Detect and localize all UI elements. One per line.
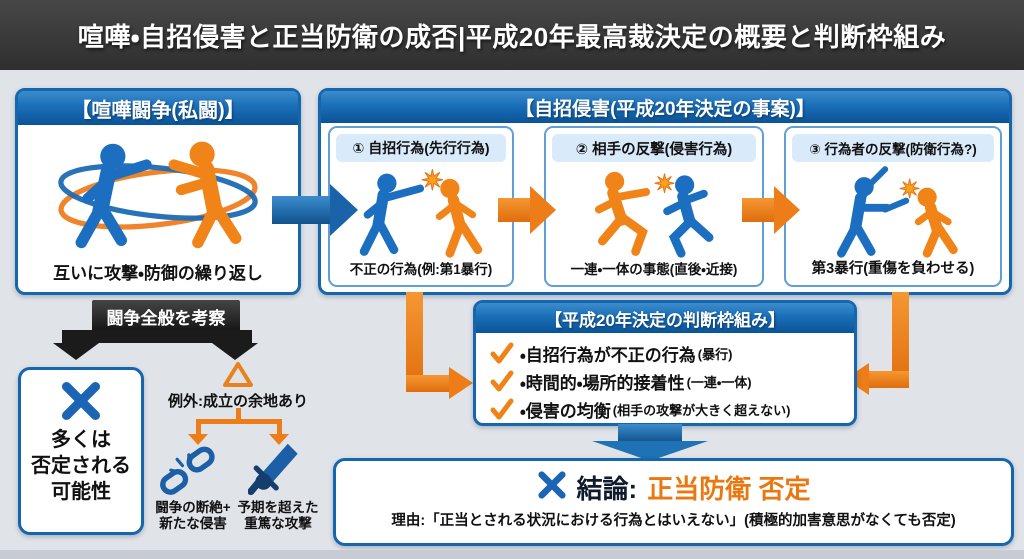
frame-arrow-right-horizontal <box>868 371 909 388</box>
beat-icon <box>786 164 1000 262</box>
check-icon <box>490 370 514 392</box>
step-box-2: ② 相手の反撃(侵害行為) <box>544 126 764 287</box>
exception-arrow-left <box>196 424 201 434</box>
step-3-title: ③ 行為者の反撃(防衛行為?) <box>792 134 994 162</box>
bottom-strip <box>0 550 1024 559</box>
framework-item: ・侵害の均衡 (相手の攻撃が大きく超えない) <box>490 395 854 423</box>
frame-arrow-right-vertical <box>892 292 909 388</box>
x-mark-icon <box>537 470 567 505</box>
exception-connector <box>236 408 241 419</box>
consider-label: 闘争全般を考察 <box>92 300 240 332</box>
denial-line: 多くは <box>51 429 111 451</box>
denial-line: 否定される <box>31 455 131 477</box>
conclusion-arrow-shaft <box>618 424 682 442</box>
step-arrow-2-shaft <box>742 198 774 222</box>
conclusion-label: 結論: <box>576 474 638 504</box>
exception-item-caption: 闘争の断絶+ 新たな侵害 <box>155 500 231 532</box>
step-1-caption: 不正の行為(例:第1暴行) <box>349 262 493 277</box>
exception-item-caption: 予期を超えた 重篤な攻撃 <box>237 500 319 532</box>
exception-arrowhead-left-icon <box>188 434 208 445</box>
step-arrow-1-icon <box>530 186 556 234</box>
branch-arrow-left-icon <box>53 343 99 360</box>
conclusion-arrow-icon <box>592 441 708 461</box>
flow-arrow-main-shaft <box>272 196 330 224</box>
step-arrow-2-icon <box>774 186 800 234</box>
self-invited-panel-header: 【自招侵害(平成20年決定の事案)】 <box>321 91 1009 123</box>
step-box-3: ③ 行為者の反撃(防衛行為?) <box>784 126 1002 287</box>
punch-icon <box>330 164 512 262</box>
exception-arrowhead-right-icon <box>269 434 289 445</box>
frame-arrow-left-horizontal <box>406 375 450 392</box>
exception-bracket <box>196 419 282 424</box>
conclusion-reason: 理由:「正当とされる状況における行為とはいえない」(積極的加害意思がなくても否定… <box>391 513 956 529</box>
conclusion-result: 正当防衛 否定 <box>647 474 811 504</box>
exception-label: 例外:成立の余地あり <box>168 393 308 410</box>
framework-item: ・時間的・場所的接着性 (一連・一体) <box>490 367 854 395</box>
step-2-caption: 一連・一体の事態(直後・近接) <box>570 262 738 277</box>
x-mark-icon <box>60 380 102 427</box>
conclusion-box: 結論: 正当防衛 否定 理由:「正当とされる状況における行為とはいえない」(積極… <box>333 458 1014 546</box>
chase-icon <box>546 164 762 262</box>
denial-box: 多くは 否定される 可能性 <box>18 367 144 535</box>
framework-box: 【平成20年決定の判断枠組み】 ・自招行為が不正の行為 (暴行) ・時間的・場所… <box>473 300 857 426</box>
page-title: 喧嘩・自招侵害と正当防衛の成否|平成20年最高裁決定の概要と判断枠組み <box>77 21 947 52</box>
brawl-panel: 【喧嘩闘争(私闘)】 <box>15 88 301 295</box>
conclusion-line: 結論: 正当防衛 否定 <box>537 469 811 506</box>
fight-swirl-icon <box>18 129 298 255</box>
brawl-panel-header: 【喧嘩闘争(私闘)】 <box>18 91 298 125</box>
branch-arrow-right-icon <box>212 343 258 360</box>
flow-arrow-main-icon <box>330 184 358 236</box>
frame-arrow-left-vertical <box>406 292 423 392</box>
warning-triangle-icon <box>222 360 254 394</box>
framework-header: 【平成20年決定の判断枠組み】 <box>476 303 854 333</box>
framework-item: ・自招行為が不正の行為 (暴行) <box>490 339 854 367</box>
frame-arrow-left-icon <box>449 367 473 399</box>
broken-chain-icon <box>158 444 216 503</box>
step-arrow-1-shaft <box>498 198 530 222</box>
step-box-1: ① 自招行為(先行行為) <box>328 126 514 287</box>
check-icon <box>490 398 514 420</box>
title-bar: 喧嘩・自招侵害と正当防衛の成否|平成20年最高裁決定の概要と判断枠組み <box>0 0 1024 70</box>
denial-line: 可能性 <box>51 481 111 503</box>
branch-bar <box>62 330 252 343</box>
exception-arrow-right <box>277 424 282 434</box>
check-icon <box>490 342 514 364</box>
framework-list: ・自招行為が不正の行為 (暴行) ・時間的・場所的接着性 (一連・一体) ・侵害… <box>476 333 854 423</box>
step-1-title: ① 自招行為(先行行為) <box>336 134 506 162</box>
brawl-caption: 互いに攻撃・防御の繰り返し <box>53 264 263 283</box>
sword-icon <box>247 442 306 501</box>
step-2-title: ② 相手の反撃(侵害行為) <box>552 134 756 162</box>
step-3-caption: 第3暴行(重傷を負わせる) <box>811 261 975 277</box>
